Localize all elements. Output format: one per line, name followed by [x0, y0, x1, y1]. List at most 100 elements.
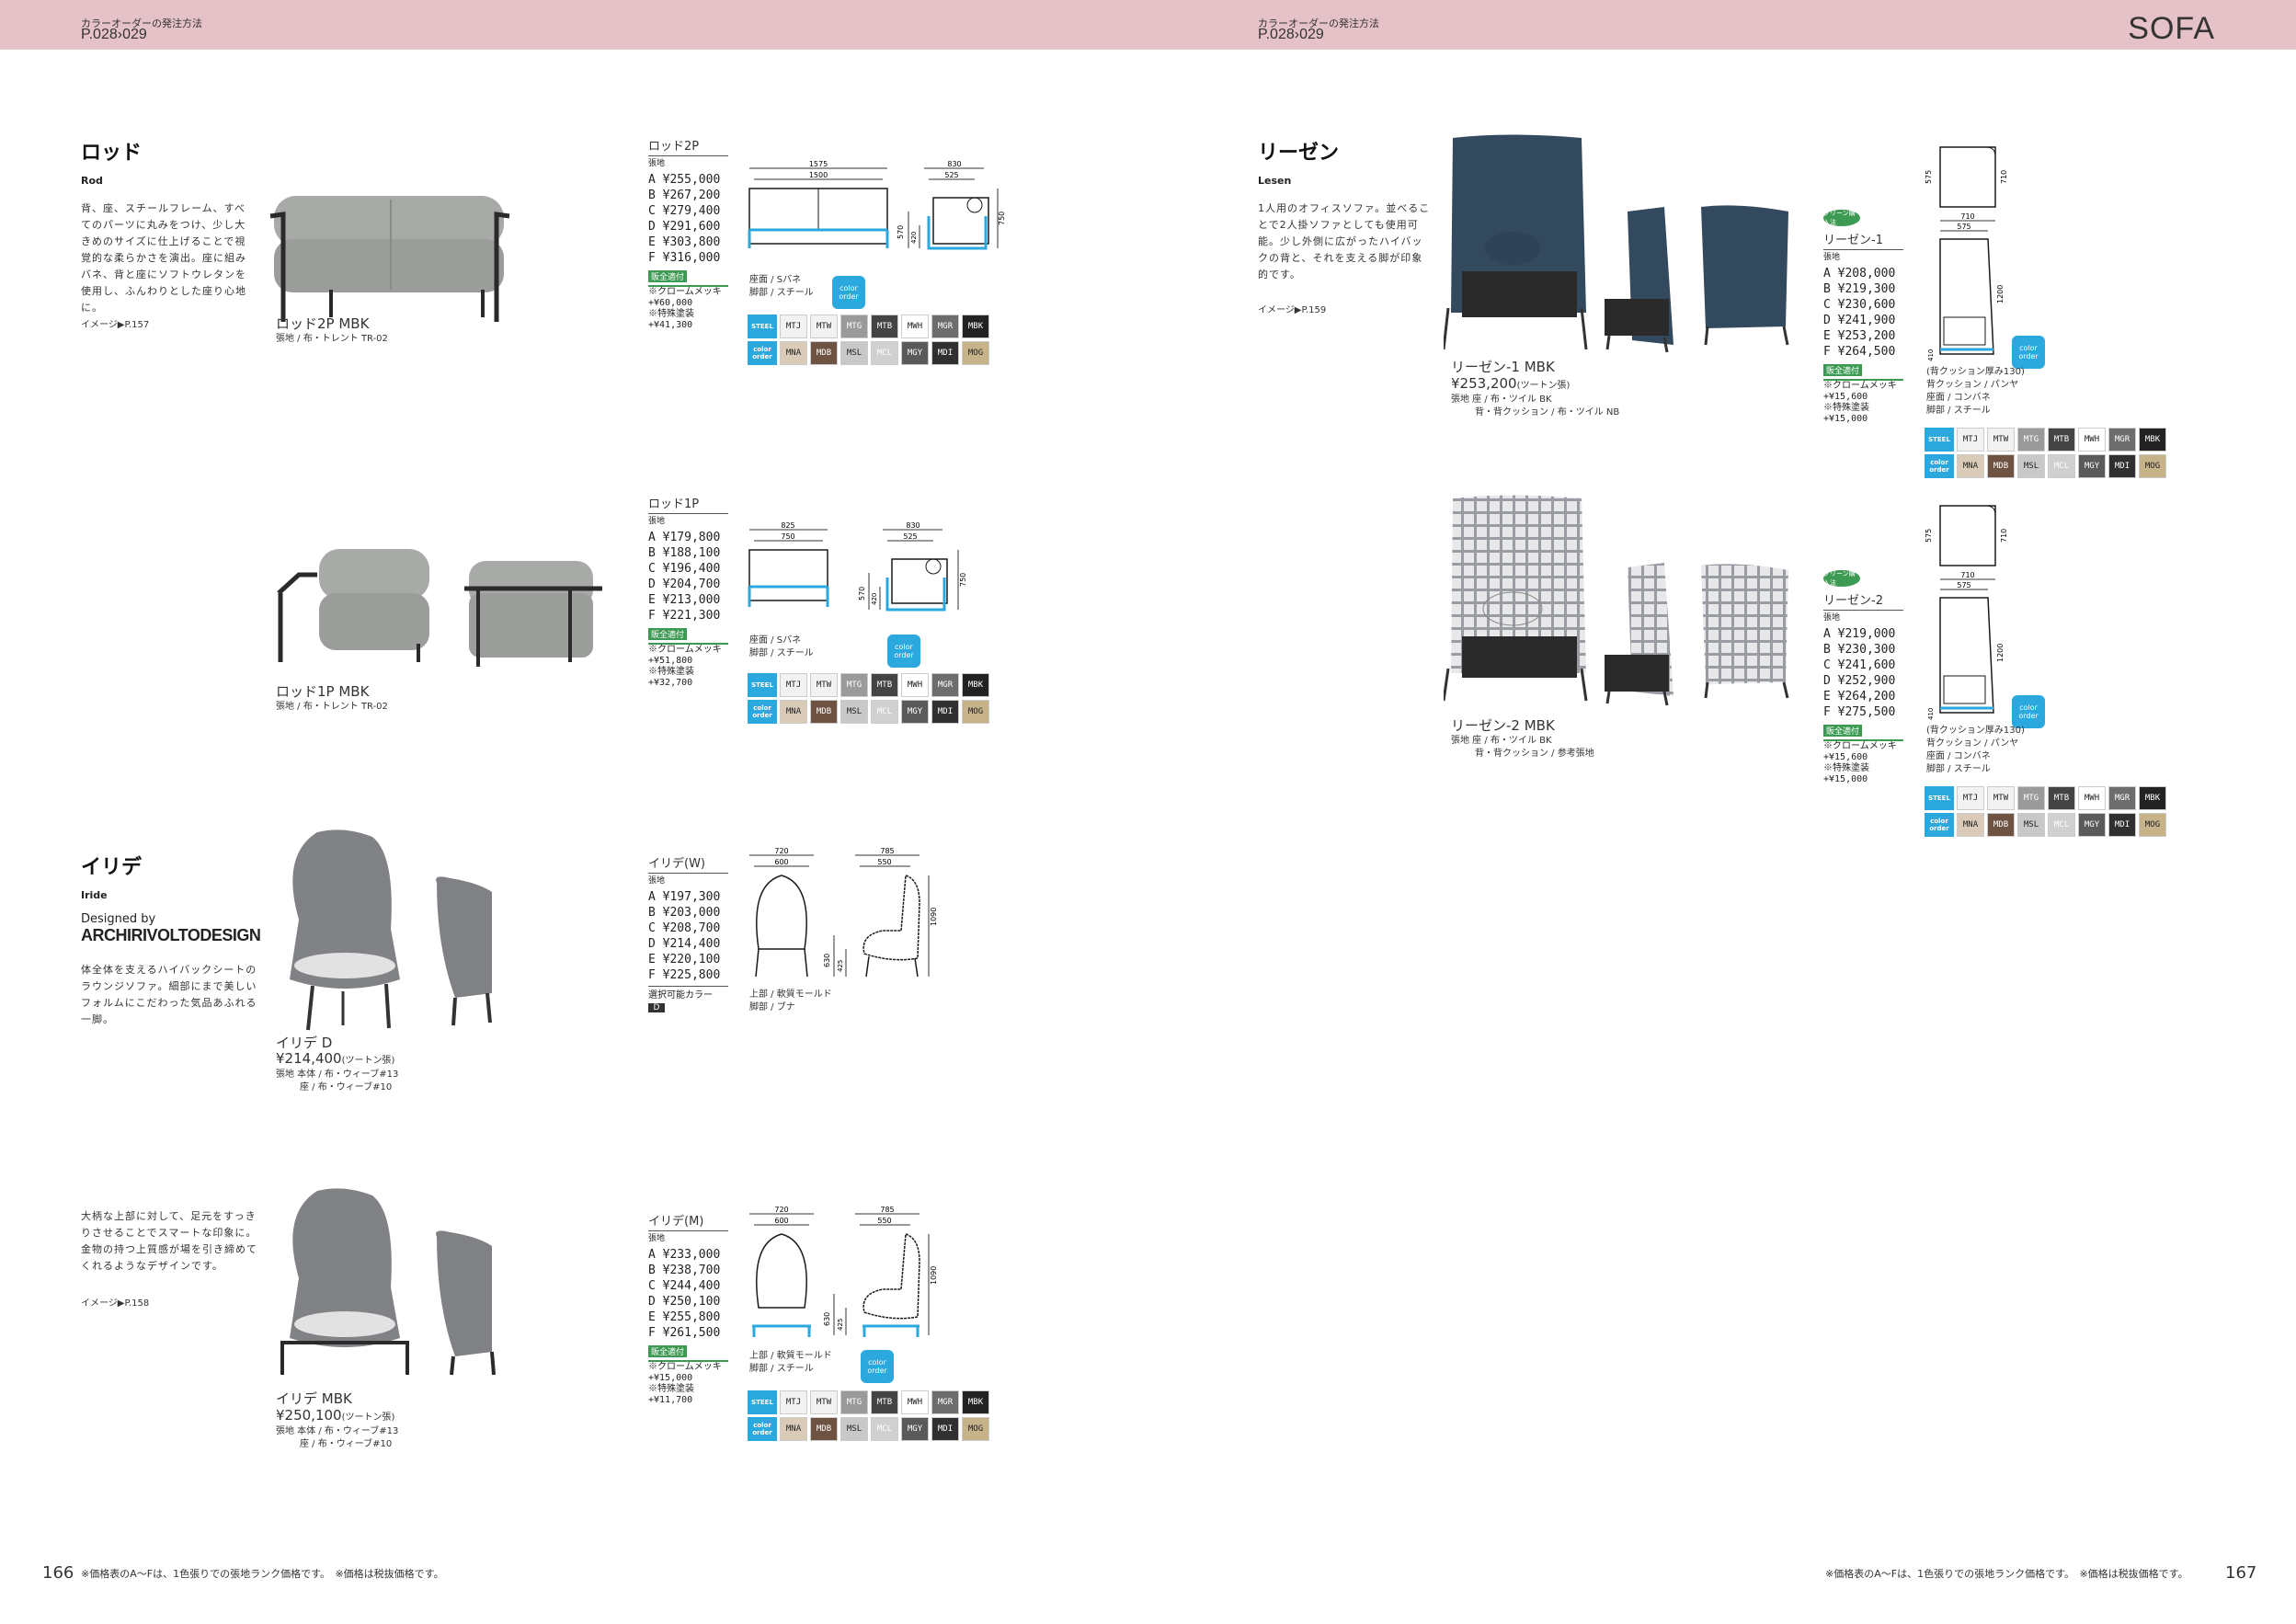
- price-title: リーゼン-2: [1823, 590, 1903, 611]
- swatch: MWH: [901, 673, 929, 697]
- svg-text:710: 710: [1960, 571, 1974, 579]
- select-swatch: D: [648, 1003, 665, 1012]
- rod-1p-fabric: 張地 / 布・トレント TR-02: [276, 702, 388, 712]
- price-title: リーゼン-1: [1823, 230, 1903, 250]
- swatch: MWH: [901, 1390, 929, 1414]
- green-label: 販全適付: [1823, 725, 1863, 737]
- price-row: D ¥252,900: [1823, 674, 1896, 688]
- color-order-badge: color order: [861, 1350, 894, 1383]
- rod-2p-photo: [269, 196, 510, 322]
- lesen-1-photo: [1444, 134, 1789, 353]
- price-title: イリデ(W): [648, 853, 728, 874]
- designer-brand: ARCHIRIVOLTODESIGN: [81, 926, 261, 944]
- option-label: ※特殊塗装: [648, 309, 694, 319]
- price-row: E ¥213,000: [648, 593, 721, 607]
- svg-text:525: 525: [903, 532, 917, 541]
- lesen-1-spec: (背クッション厚み130)背クッション / パンヤ座面 / コンバネ脚部 / ス…: [1926, 366, 2025, 417]
- lesen-2-spec: (背クッション厚み130)背クッション / パンヤ座面 / コンバネ脚部 / ス…: [1926, 725, 2025, 776]
- iride-m-drawing: 720 600 785 550 1090 630 425: [749, 1207, 938, 1337]
- option-label: ※クロームメッキ: [648, 287, 722, 297]
- price-row: B ¥238,700: [648, 1264, 721, 1277]
- lesen-desc: 1人用のオフィスソファ。並べることで2人掛ソファとしても使用可能。少し外側に広が…: [1258, 202, 1431, 280]
- color-order-label: color order: [748, 341, 777, 365]
- lesen-en: Lesen: [1258, 175, 1292, 187]
- swatch: MTW: [810, 1390, 838, 1414]
- svg-text:710: 710: [2000, 170, 2008, 184]
- swatch: MTJ: [780, 673, 807, 697]
- svg-text:710: 710: [2000, 529, 2008, 543]
- price-row: A ¥197,300: [648, 890, 721, 904]
- spec: 脚部 / スチール: [749, 1364, 814, 1374]
- price-row: C ¥244,400: [648, 1279, 721, 1293]
- swatch: MTG: [2017, 786, 2045, 810]
- iride-m-price: ¥250,100(ツートン張): [276, 1407, 394, 1426]
- price-row: A ¥219,000: [1823, 627, 1896, 641]
- option-label: ※特殊塗装: [1823, 763, 1869, 773]
- price-row: B ¥267,200: [648, 189, 721, 202]
- price-row: D ¥250,100: [648, 1295, 721, 1309]
- rod-title: ロッド: [81, 142, 143, 165]
- rod-2p-drawing: 1575 1500 830 525 750 570 420: [748, 161, 1006, 250]
- rod-2p-spec: 座面 / Sバネ脚部 / スチール: [749, 274, 814, 300]
- option-value: +¥51,800: [648, 656, 693, 666]
- option-value: +¥15,600: [1823, 392, 1868, 402]
- price-row: C ¥230,600: [1823, 298, 1896, 312]
- rod-2p-fabric: 張地 / 布・トレント TR-02: [276, 334, 388, 344]
- swatch: MTB: [871, 1390, 898, 1414]
- swatch: MDI: [931, 1417, 959, 1441]
- price-row: A ¥179,800: [648, 531, 721, 544]
- price-header: 張地: [648, 876, 666, 886]
- option-value: +¥15,000: [1823, 414, 1868, 424]
- spec: 脚部 / スチール: [1926, 764, 1991, 774]
- price-note: (ツートン張): [341, 1056, 395, 1066]
- price-header: 張地: [1823, 253, 1841, 262]
- option-label: ※特殊塗装: [1823, 403, 1869, 413]
- swatch: MSL: [840, 1417, 868, 1441]
- price-row: B ¥230,300: [1823, 643, 1896, 657]
- price-row: F ¥221,300: [648, 609, 721, 623]
- svg-text:1090: 1090: [930, 1266, 938, 1285]
- swatch: MTB: [871, 315, 898, 338]
- price-note: (ツートン張): [341, 1412, 395, 1423]
- spec: 脚部 / スチール: [749, 648, 814, 658]
- svg-text:525: 525: [944, 171, 958, 179]
- swatch: MOG: [962, 700, 989, 724]
- color-order-badge: color order: [2012, 336, 2045, 369]
- price-header: 張地: [648, 1234, 666, 1243]
- swatch: MTJ: [780, 1390, 807, 1414]
- fabric: 座 / 布・ウィーブ#10: [300, 1082, 393, 1092]
- color-order-label: color order: [1925, 813, 1954, 837]
- svg-text:825: 825: [781, 522, 794, 530]
- rod-image-ref: イメージ▶P.157: [81, 320, 150, 330]
- lesen-image-ref: イメージ▶P.159: [1258, 305, 1327, 315]
- price-row: D ¥291,600: [648, 220, 721, 234]
- designed-by: Designed by: [81, 912, 156, 926]
- fabric: 張地 座 / 布・ツイル BK: [1451, 736, 1552, 746]
- option-value: +¥15,000: [1823, 774, 1868, 784]
- price-header: 張地: [1823, 613, 1841, 623]
- option-value: +¥60,000: [648, 298, 693, 308]
- swatch: MCL: [871, 1417, 898, 1441]
- swatch: MTJ: [1957, 786, 1984, 810]
- swatch: MNA: [780, 341, 807, 365]
- svg-text:750: 750: [781, 532, 794, 541]
- price-row: E ¥220,100: [648, 953, 721, 966]
- color-order-badge: color order: [887, 635, 920, 668]
- price-row: C ¥241,600: [1823, 658, 1896, 672]
- iride-title: イリデ: [81, 856, 143, 879]
- swatch: MDB: [810, 1417, 838, 1441]
- iride-w-spec: 上部 / 軟質モールド脚部 / ブナ: [749, 989, 832, 1014]
- iride-d-photo: [290, 829, 492, 1031]
- swatch: MDI: [2108, 454, 2136, 478]
- price-row: D ¥214,400: [648, 937, 721, 951]
- swatch: MBK: [2139, 786, 2166, 810]
- spec: 上部 / 軟質モールド: [749, 1351, 832, 1361]
- option-label: ※特殊塗装: [648, 667, 694, 677]
- swatch: MDI: [931, 341, 959, 365]
